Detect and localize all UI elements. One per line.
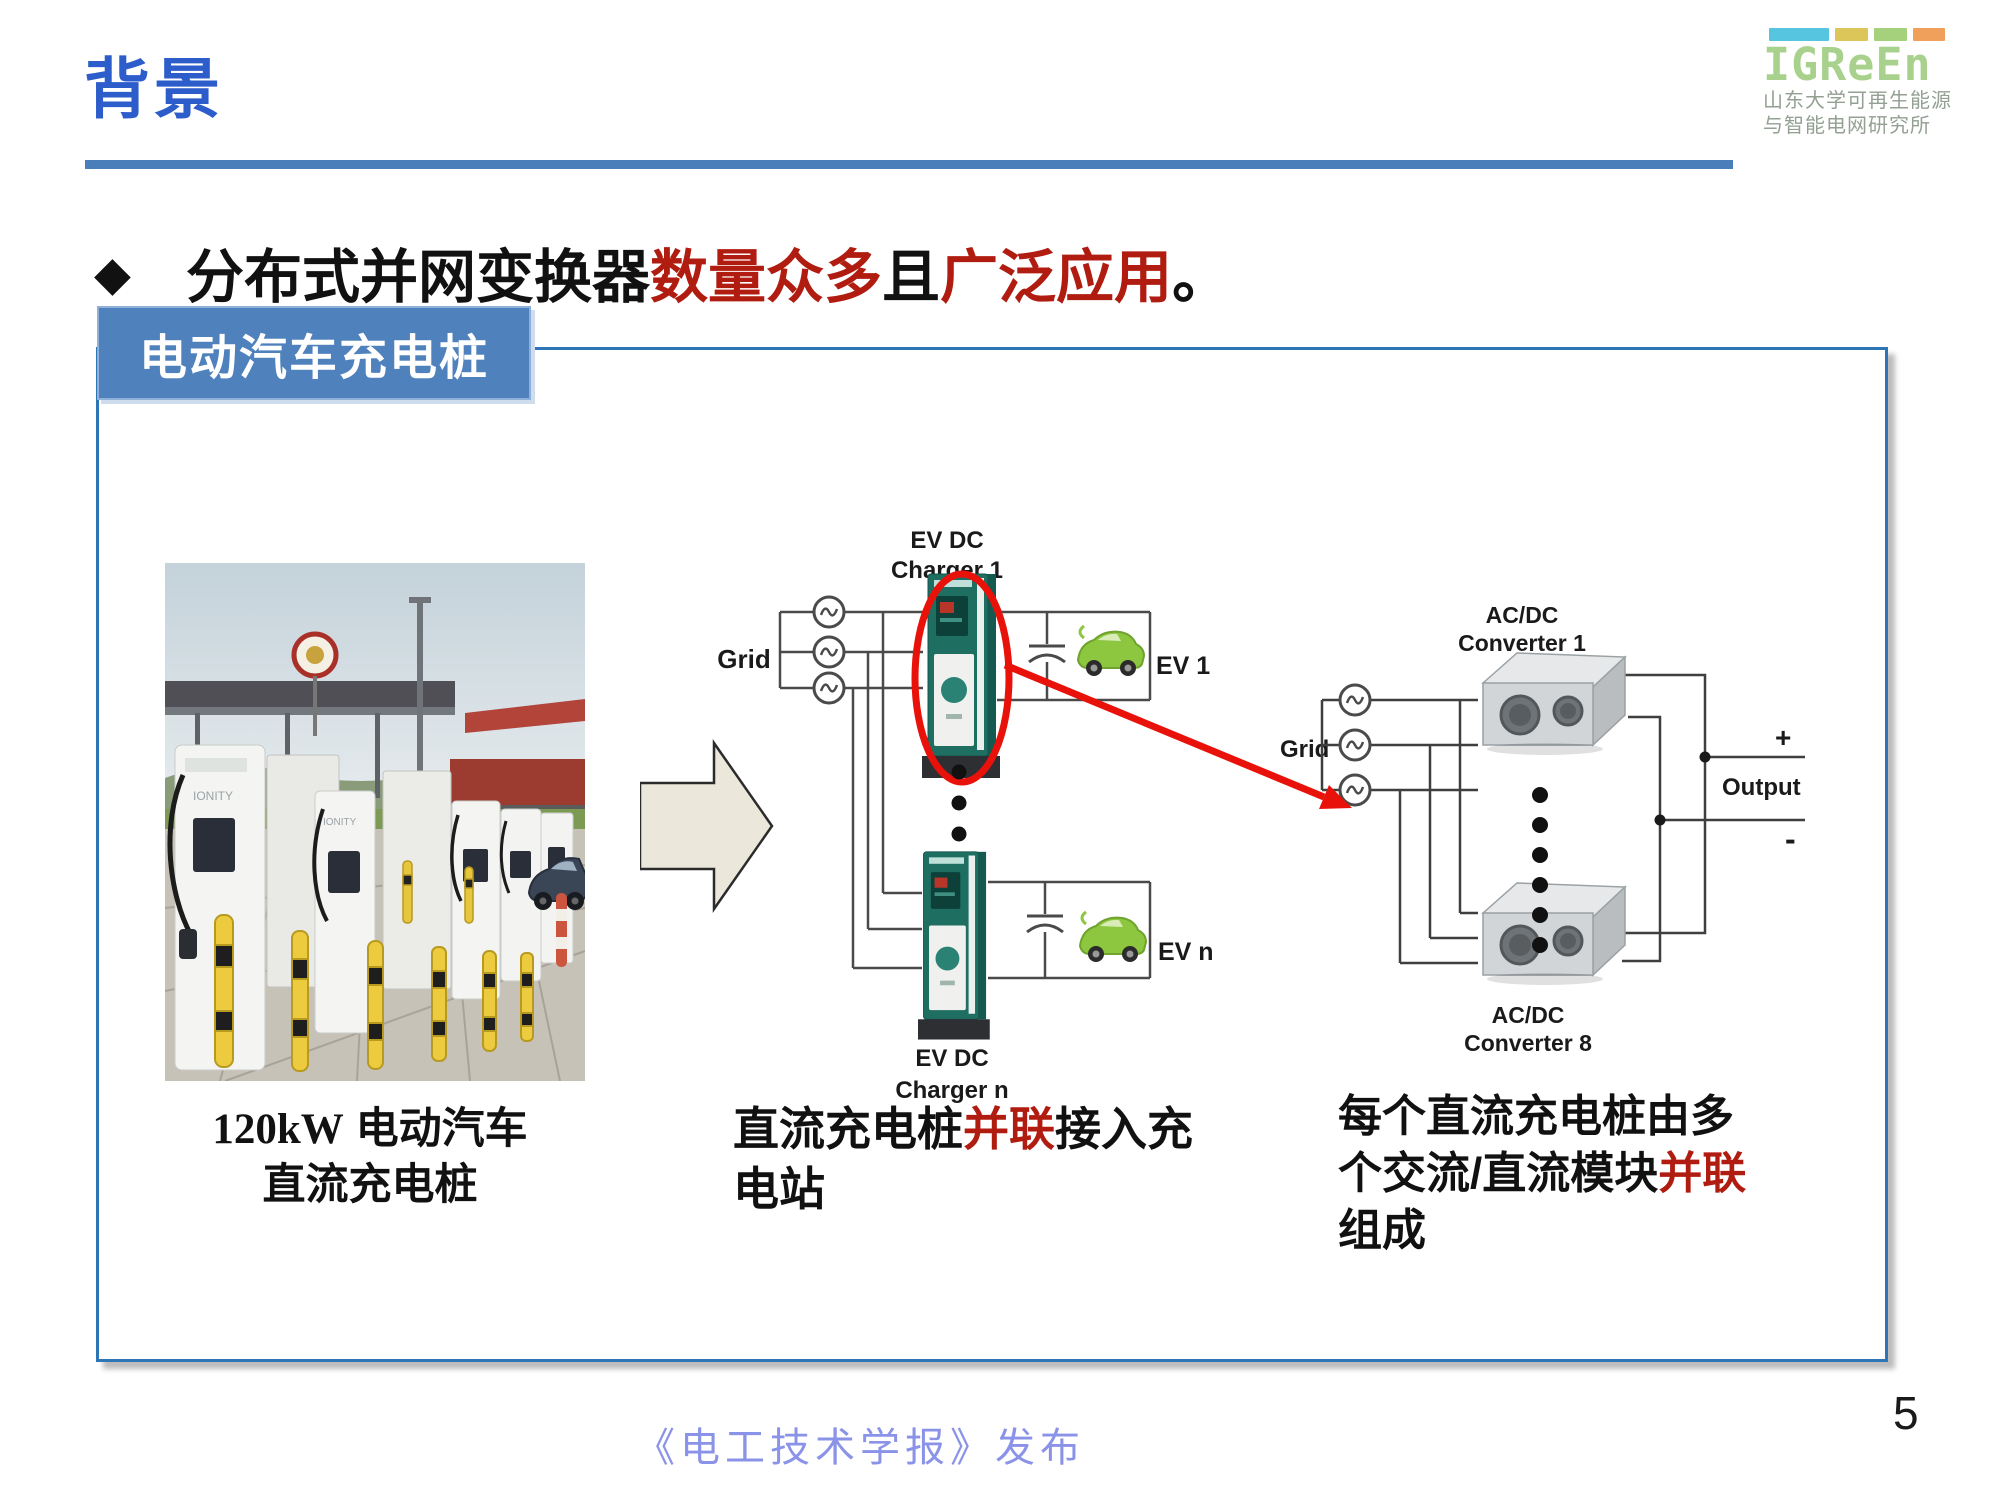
logo-org-line1: 山东大学可再生能源 <box>1763 90 1952 112</box>
svg-text:IONITY: IONITY <box>193 789 233 803</box>
module-wiring <box>1320 673 1805 965</box>
bullet-text: 分布式并网变换器数量众多且广泛应用。 <box>186 230 1230 314</box>
charger1-label-line1: EV DC <box>910 527 983 554</box>
acdc-converter-8-image <box>1481 881 1627 987</box>
org-logo: IGReEn 山东大学可再生能源 与智能电网研究所 <box>1763 28 1973 139</box>
junction-dot <box>1699 751 1711 763</box>
page-number: 5 <box>1893 1387 1919 1439</box>
ev1-label: EV 1 <box>1156 652 1210 680</box>
chargern-label-line1: EV DC <box>915 1045 988 1072</box>
evn-label: EV n <box>1158 938 1214 966</box>
evn-car-icon <box>1078 910 1148 964</box>
panel-tab-header: 电动汽车充电桩 <box>97 306 531 400</box>
acdc-converter-1-image <box>1481 651 1627 757</box>
logo-bar-green <box>1874 28 1907 41</box>
ac-source-icon <box>812 671 846 705</box>
converter1-label-line1: AC/DC <box>1486 602 1559 628</box>
grid-label: Grid <box>717 644 770 674</box>
logo-bar-orange <box>1913 28 1945 41</box>
bullet-seg-5: 。 <box>1172 245 1231 310</box>
caption-right-seg3: 组成 <box>1338 1206 1426 1256</box>
dc-capacitor-icon <box>1025 914 1065 934</box>
ac-source-icon <box>812 635 846 669</box>
output-minus-label: - <box>1785 821 1796 857</box>
caption-left: 120kW 电动汽车 直流充电桩 <box>150 1102 590 1214</box>
junction-dot <box>1654 814 1666 826</box>
caption-mid-seg2: 并联 <box>963 1103 1055 1155</box>
footer-citation: 《电工技术学报》发布 <box>635 1425 1085 1470</box>
logo-color-bars-icon <box>1769 28 1973 41</box>
caption-middle: 直流充电桩并联接入充电站 <box>733 1100 1213 1220</box>
logo-org-line2: 与智能电网研究所 <box>1763 115 1931 137</box>
output-plus-label: + <box>1775 722 1791 753</box>
ellipsis-dots <box>1532 787 1548 953</box>
bullet-seg-1: 分布式并网变换器 <box>186 245 651 310</box>
converter8-label-line2: Converter 8 <box>1464 1030 1592 1056</box>
caption-left-line2: 直流充电桩 <box>262 1160 478 1209</box>
caption-right-seg1: 每个直流充电桩由多个交流/直流模块 <box>1338 1092 1734 1199</box>
bullet-seg-2: 数量众多 <box>650 245 883 310</box>
converter8-label-line1: AC/DC <box>1492 1002 1565 1028</box>
logo-bar-yellow <box>1835 28 1868 41</box>
converter1-label-line2: Converter 1 <box>1458 630 1586 656</box>
caption-left-number: 120kW <box>212 1106 344 1153</box>
title-underline <box>85 160 1733 169</box>
logo-bar-cyan <box>1769 28 1829 41</box>
bullet-seg-4: 广泛应用 <box>940 245 1173 310</box>
bullet-diamond-icon: ◆ <box>94 248 131 301</box>
caption-left-rest: 电动汽车 <box>343 1105 528 1153</box>
caption-mid-seg1: 直流充电桩 <box>733 1103 963 1155</box>
ellipsis-dots <box>951 764 967 842</box>
acdc-module-parallel-diagram: AC/DC Converter 1 Grid + Output - <box>1280 602 1805 1056</box>
ev-dc-charger-n-image <box>917 851 991 1040</box>
charging-station-photo: IONITY IONITY <box>165 563 585 1081</box>
ev-charger-parallel-diagram: EV DC Charger 1 Grid <box>717 527 1214 1104</box>
bullet-seg-3: 且 <box>882 245 941 310</box>
ac-source-icon <box>812 595 846 629</box>
logo-wordmark: IGReEn <box>1763 38 1932 91</box>
svg-text:IONITY: IONITY <box>323 817 357 828</box>
red-callout-arrow-icon <box>1003 661 1352 809</box>
caption-mid-seg3: 接入充电站 <box>733 1103 1193 1215</box>
ev-dc-charger-1-image <box>921 573 1001 779</box>
output-label: Output <box>1722 774 1801 801</box>
chargern-label-line2: Charger n <box>895 1077 1008 1104</box>
page-title: 背景 <box>84 52 224 126</box>
caption-right-seg2: 并联 <box>1658 1149 1747 1199</box>
caption-right: 每个直流充电桩由多个交流/直流模块并联组成 <box>1338 1088 1758 1260</box>
panel-tab-label: 电动汽车充电桩 <box>138 332 489 385</box>
flow-arrow-icon <box>640 739 774 913</box>
highlight-oval <box>911 570 1013 786</box>
